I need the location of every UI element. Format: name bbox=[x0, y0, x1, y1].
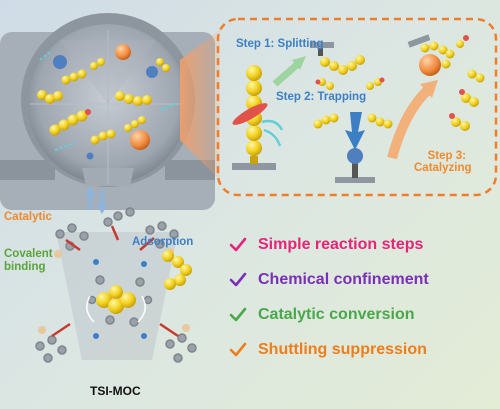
electrode-icon bbox=[232, 156, 276, 170]
feature-item: Simple reaction steps bbox=[258, 236, 424, 253]
molecule-label: TSI-MOC bbox=[90, 384, 141, 398]
arrow-icon bbox=[387, 84, 434, 160]
catalyst-particle-icon bbox=[39, 44, 177, 160]
sulfur-chain-icon bbox=[420, 35, 485, 131]
adsorption-label: Adsorption bbox=[132, 236, 194, 248]
check-icon bbox=[229, 307, 247, 322]
callout-border bbox=[216, 17, 498, 197]
zoom-cone bbox=[180, 30, 220, 180]
step-3-label: Step 3: Catalyzing bbox=[414, 150, 472, 174]
catalytic-label: Catalytic bbox=[4, 211, 52, 223]
step-1-label: Step 1: Splitting bbox=[236, 38, 324, 50]
arrow-icon bbox=[272, 59, 303, 87]
covalent-binding-label: Covalent binding bbox=[4, 248, 53, 274]
sulfur-chain-icon bbox=[232, 65, 284, 156]
electrode-icon bbox=[407, 34, 431, 48]
feature-item: Chemical confinement bbox=[258, 271, 429, 288]
feature-item: Shuttling suppression bbox=[258, 341, 427, 358]
covalent-label-line2: binding bbox=[4, 261, 46, 273]
check-icon bbox=[229, 237, 247, 252]
host-pore bbox=[0, 13, 215, 210]
arrow-icon bbox=[84, 186, 108, 214]
catalyst-particle-icon bbox=[419, 54, 441, 76]
arrow-icon bbox=[420, 80, 438, 98]
check-icon bbox=[229, 342, 247, 357]
molecular-cage-icon bbox=[35, 207, 197, 363]
sulfur-chain-icon bbox=[313, 77, 393, 129]
feature-item: Catalytic conversion bbox=[258, 306, 415, 323]
sulfur-chain-icon bbox=[37, 53, 170, 145]
sulfur-chain-icon bbox=[162, 250, 192, 290]
electrode-icon bbox=[335, 148, 375, 183]
step-2-label: Step 2: Trapping bbox=[276, 91, 367, 103]
covalent-label-line1: Covalent bbox=[4, 248, 53, 260]
arrow-icon bbox=[292, 56, 306, 70]
arrow-icon bbox=[345, 112, 365, 150]
electrode-icon bbox=[310, 42, 365, 75]
step-3-label-line1: Step 3: bbox=[427, 150, 466, 162]
step-3-label-line2: Catalyzing bbox=[414, 162, 472, 174]
check-icon bbox=[229, 272, 247, 287]
